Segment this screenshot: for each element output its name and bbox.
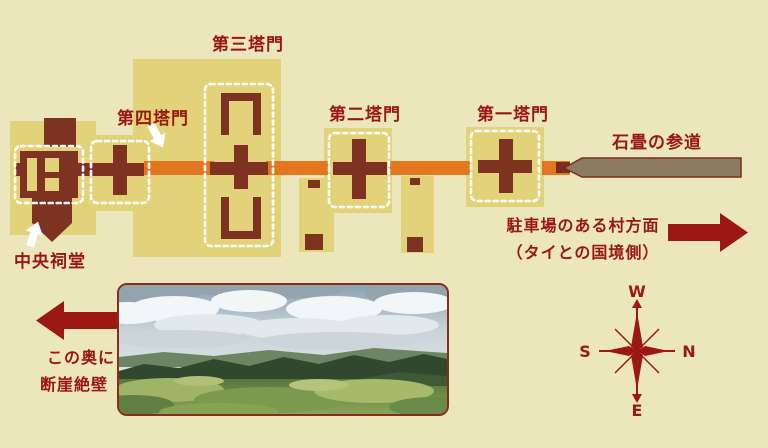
compass-east-label: E xyxy=(632,401,643,420)
cliff-warning-text: この奥に 断崖絶壁 xyxy=(40,344,115,398)
arrow-right-icon xyxy=(668,213,748,252)
label-gopura1: 第一塔門 xyxy=(477,105,549,125)
landscape-photo-illustration xyxy=(119,285,447,414)
gopura3-structure xyxy=(210,93,268,239)
gopura2-structure xyxy=(333,139,387,199)
mountain-ridge xyxy=(119,354,447,381)
central-sanctuary-structure xyxy=(16,118,78,242)
village-direction-line1: 駐車場のある村方面 xyxy=(506,216,660,235)
label-stone-approach: 石畳の参道 xyxy=(612,133,702,153)
causeway-shrines xyxy=(305,178,423,252)
label-gopura2: 第二塔門 xyxy=(329,105,401,125)
cliff-warning-line2: 断崖絶壁 xyxy=(40,375,109,394)
central-shrine-pointer-icon xyxy=(25,221,43,248)
village-direction-text: 駐車場のある村方面 （タイとの国境側） xyxy=(500,212,666,266)
label-gopura4: 第四塔門 xyxy=(117,109,189,129)
arrow-left-icon xyxy=(36,301,118,340)
landscape-photo xyxy=(117,283,449,416)
compass-west-label: W xyxy=(628,282,646,301)
label-gopura3: 第三塔門 xyxy=(212,35,284,55)
gopura4-pointer-icon xyxy=(147,122,166,148)
village-direction-line2: （タイとの国境側） xyxy=(506,243,660,262)
label-central-shrine: 中央祠堂 xyxy=(14,252,86,272)
clouds xyxy=(119,285,447,350)
temple-structures xyxy=(16,93,532,252)
field-patches xyxy=(119,376,447,414)
gopura1-structure xyxy=(478,139,532,193)
cliff-warning-line1: この奥に xyxy=(47,348,116,367)
gopura4-structure xyxy=(76,145,144,195)
compass-south-label: S xyxy=(579,342,591,361)
stone-approach-path xyxy=(556,157,742,178)
direction-arrows xyxy=(36,213,748,340)
dashed-highlights xyxy=(13,82,541,248)
compass-rose-icon: W N S E xyxy=(579,282,695,420)
compass-north-label: N xyxy=(682,342,695,361)
callout-arrows xyxy=(25,122,166,248)
